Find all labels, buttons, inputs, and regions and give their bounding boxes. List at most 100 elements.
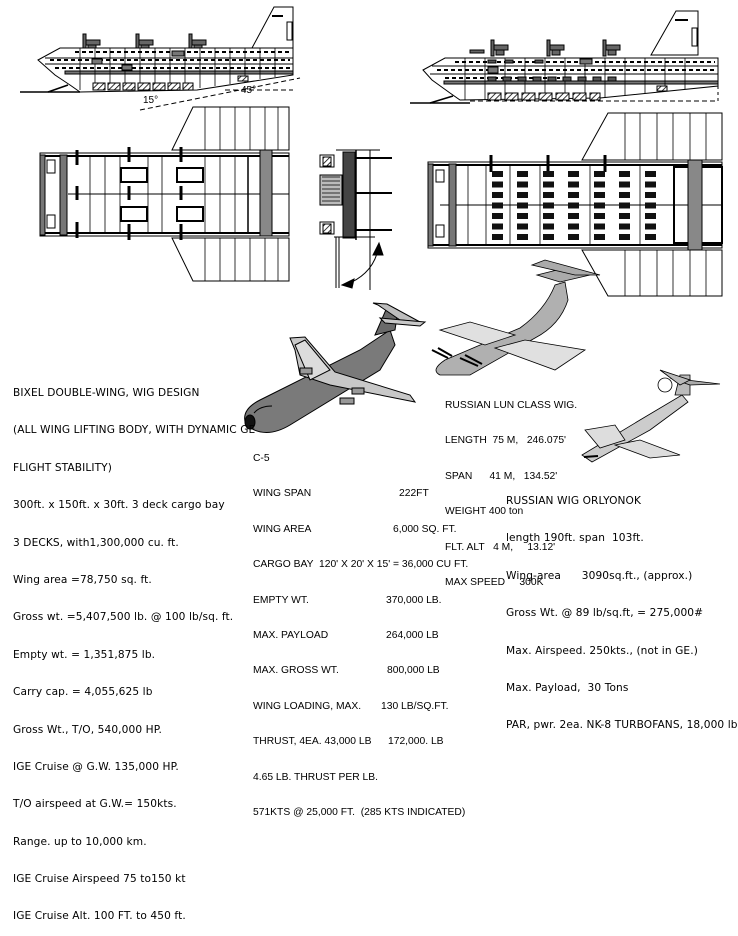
lun-spec-line: LENGTH 75 M, 246.075' xyxy=(445,435,567,447)
bixel-spec-line: FLIGHT STABILITY) xyxy=(13,461,112,474)
c5-spec-label: WING SPAN xyxy=(253,488,312,500)
c5-spec-label: 4.65 LB. THRUST PER LB. xyxy=(253,771,378,783)
cargo-vehicle-icon xyxy=(645,181,656,188)
bixel-spec-line: Wing area =78,750 sq. ft. xyxy=(13,573,152,586)
bixel-spec-line: Gross Wt., T/O, 540,000 HP. xyxy=(13,723,163,736)
cargo-vehicle-icon xyxy=(568,192,579,198)
c5-spec-label: MAX. PAYLOAD xyxy=(253,629,329,641)
bixel-spec-line: Gross wt. =5,407,500 lb. @ 100 lb/sq. ft… xyxy=(13,611,234,624)
cargo-vehicle-icon xyxy=(645,234,656,240)
bixel-spec-line: IGE Cruise Alt. 100 FT. to 450 ft. xyxy=(13,910,186,923)
lun-side-view xyxy=(410,10,719,104)
c5-spec-row: MAX. GROSS WT.800,000 LB xyxy=(253,664,493,677)
cargo-vehicle-icon xyxy=(568,223,579,230)
orlyonok-specs: RUSSIAN WIG ORLYONOK length 190ft. span … xyxy=(506,471,738,745)
c5-spec-value: 800,000 LB xyxy=(387,665,440,677)
cargo-vehicle-icon xyxy=(543,171,554,177)
c5-illustration xyxy=(244,302,427,433)
c5-spec-value: 264,000 LB xyxy=(386,629,439,641)
lun-spec-line: FLT. ALT 4 M, 13.12' xyxy=(445,541,556,553)
cargo-vehicle-icon xyxy=(619,213,630,219)
bixel-specs: BIXEL DOUBLE-WING, WIG DESIGN (ALL WING … xyxy=(13,363,255,936)
cargo-vehicle-icon xyxy=(492,202,503,209)
cargo-vehicle-icon xyxy=(517,202,528,209)
cargo-vehicle-icon xyxy=(594,223,605,230)
c5-title: C-5 xyxy=(253,453,270,464)
front-view xyxy=(319,149,392,290)
bixel-spec-line: Range. up to 10,000 km. xyxy=(13,835,147,848)
cargo-vehicle-icon xyxy=(492,192,503,198)
bixel-spec-line: Carry cap. = 4,055,625 lb xyxy=(13,686,153,699)
cargo-vehicle-icon xyxy=(492,234,503,240)
cargo-vehicle-icon xyxy=(517,192,528,198)
lun-spec-line: WEIGHT 400 ton xyxy=(445,506,524,518)
cargo-vehicle-icon xyxy=(517,223,528,230)
cargo-vehicle-icon xyxy=(517,171,528,177)
c5-spec-label: 571KTS @ 25,000 FT. (285 KTS INDICATED) xyxy=(253,806,466,818)
cargo-vehicle-icon xyxy=(619,223,630,230)
cargo-vehicle-icon xyxy=(645,213,656,219)
cargo-vehicle-icon xyxy=(645,192,656,198)
cargo-vehicle-icon xyxy=(594,181,605,188)
cargo-vehicle-icon xyxy=(568,202,579,209)
cargo-vehicle-icon xyxy=(594,192,605,198)
cargo-vehicle-icon xyxy=(594,234,605,240)
orlyonok-spec-line: RUSSIAN WIG ORLYONOK xyxy=(506,495,642,507)
cargo-vehicle-icon xyxy=(517,234,528,240)
orlyonok-spec-line: Wing-area 3090sq.ft., (approx.) xyxy=(506,569,693,582)
cargo-vehicle-icon xyxy=(492,171,503,177)
cargo-vehicle-icon xyxy=(568,181,579,188)
cargo-vehicle-icon xyxy=(543,213,554,219)
bixel-spec-line: T/O airspeed at G.W.= 150kts. xyxy=(13,798,177,811)
lun-illustration xyxy=(431,259,601,376)
orlyonok-spec-line: length 190ft. span 103ft. xyxy=(506,532,644,545)
bixel-spec-line: BIXEL DOUBLE-WING, WIG DESIGN xyxy=(13,387,200,399)
cargo-vehicle-icon xyxy=(517,181,528,188)
c5-spec-label: WING LOADING, MAX. xyxy=(253,700,362,712)
c5-spec-row: 571KTS @ 25,000 FT. (285 KTS INDICATED) xyxy=(253,806,493,819)
bixel-spec-line: (ALL WING LIFTING BODY, WITH DYNAMIC GE xyxy=(13,424,256,437)
cargo-vehicle-icon xyxy=(568,171,579,177)
c5-spec-label: THRUST, 4EA. 43,000 LB xyxy=(253,736,372,748)
angle-label-45: 45° xyxy=(241,85,256,96)
c5-spec-value: 370,000 LB. xyxy=(386,594,442,606)
cargo-vehicle-icon xyxy=(594,213,605,219)
cargo-vehicle-icon xyxy=(619,234,630,240)
c5-spec-label: EMPTY WT. xyxy=(253,594,309,606)
technical-drawings: 15° 45° xyxy=(20,6,723,463)
c5-spec-row: MAX. PAYLOAD 264,000 LB xyxy=(253,629,493,642)
bixel-spec-line: IGE Cruise @ G.W. 135,000 HP. xyxy=(13,760,179,773)
lun-spec-line: RUSSIAN LUN CLASS WIG. xyxy=(445,400,578,411)
c5-spec-row: WING AREA 6,000 SQ. FT. xyxy=(253,523,493,536)
c5-spec-row: THRUST, 4EA. 43,000 LB 172,000. LB xyxy=(253,735,493,748)
cargo-vehicle-icon xyxy=(568,234,579,240)
cargo-vehicle-icon xyxy=(619,181,630,188)
bixel-spec-line: 3 DECKS, with1,300,000 cu. ft. xyxy=(13,536,179,549)
orlyonok-spec-line: Max. Payload, 30 Tons xyxy=(506,681,629,694)
c5-spec-value: 222FT xyxy=(399,488,429,500)
c5-spec-value: 6,000 SQ. FT. xyxy=(393,523,457,535)
cargo-vehicle-icon xyxy=(543,181,554,188)
orlyonok-illustration xyxy=(581,369,721,463)
cargo-vehicle-icon xyxy=(492,223,503,230)
c5-spec-row: WING SPAN 222FT xyxy=(253,487,493,500)
bixel-top-view xyxy=(39,106,290,282)
orlyonok-spec-line: Gross Wt. @ 89 lb/sq.ft, = 275,000# xyxy=(506,607,704,620)
cargo-vehicle-icon xyxy=(568,213,579,219)
orlyonok-spec-line: PAR, pwr. 2ea. NK-8 TURBOFANS, 18,000 lb… xyxy=(506,719,738,732)
cargo-vehicle-icon xyxy=(543,234,554,240)
cargo-vehicle-icon xyxy=(492,213,503,219)
bixel-spec-line: 300ft. x 150ft. x 30ft. 3 deck cargo bay xyxy=(13,499,225,512)
cargo-vehicle-icon xyxy=(543,192,554,198)
c5-spec-value: 130 LB/SQ.FT. xyxy=(381,700,449,712)
cargo-vehicle-icon xyxy=(517,213,528,219)
c5-spec-label: WING AREA xyxy=(253,523,312,535)
orlyonok-spec-line: Max. Airspeed. 250kts., (not in GE.) xyxy=(506,644,698,657)
c5-spec-value: 172,000. LB xyxy=(388,736,444,748)
cargo-vehicle-icon xyxy=(543,223,554,230)
cargo-vehicle-icon xyxy=(492,181,503,188)
cargo-vehicle-icon xyxy=(619,192,630,198)
cargo-vehicle-icon xyxy=(594,171,605,177)
cargo-vehicle-icon xyxy=(543,202,554,209)
cargo-vehicle-icon xyxy=(619,202,630,209)
